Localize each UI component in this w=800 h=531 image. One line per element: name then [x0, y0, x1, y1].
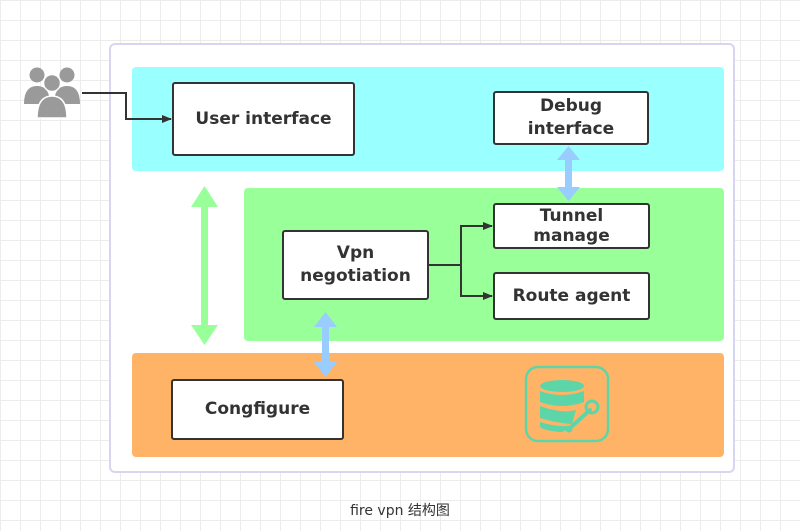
database-settings-icon	[524, 365, 610, 443]
user-interface-node: User interface	[172, 82, 355, 156]
arrow-vpn-to-tunnel	[429, 222, 493, 266]
double-arrow-debug-tunnel	[557, 146, 580, 201]
diagram-caption: fire vpn 结构图	[350, 503, 450, 519]
double-arrow-vpn-config	[314, 312, 337, 377]
users-icon	[24, 67, 80, 119]
arrow-vpn-to-route	[460, 265, 493, 300]
vpn-negotiation-node: Vpn negotiation	[282, 230, 429, 300]
route-agent-node: Route agent	[493, 272, 650, 320]
debug-interface-node: Debug interface	[493, 91, 649, 145]
double-arrow-user-config	[191, 186, 218, 345]
tunnel-manage-node: Tunnel manage	[493, 203, 650, 249]
arrow-users-to-ui	[82, 92, 172, 123]
configure-node: Congfigure	[171, 379, 344, 440]
